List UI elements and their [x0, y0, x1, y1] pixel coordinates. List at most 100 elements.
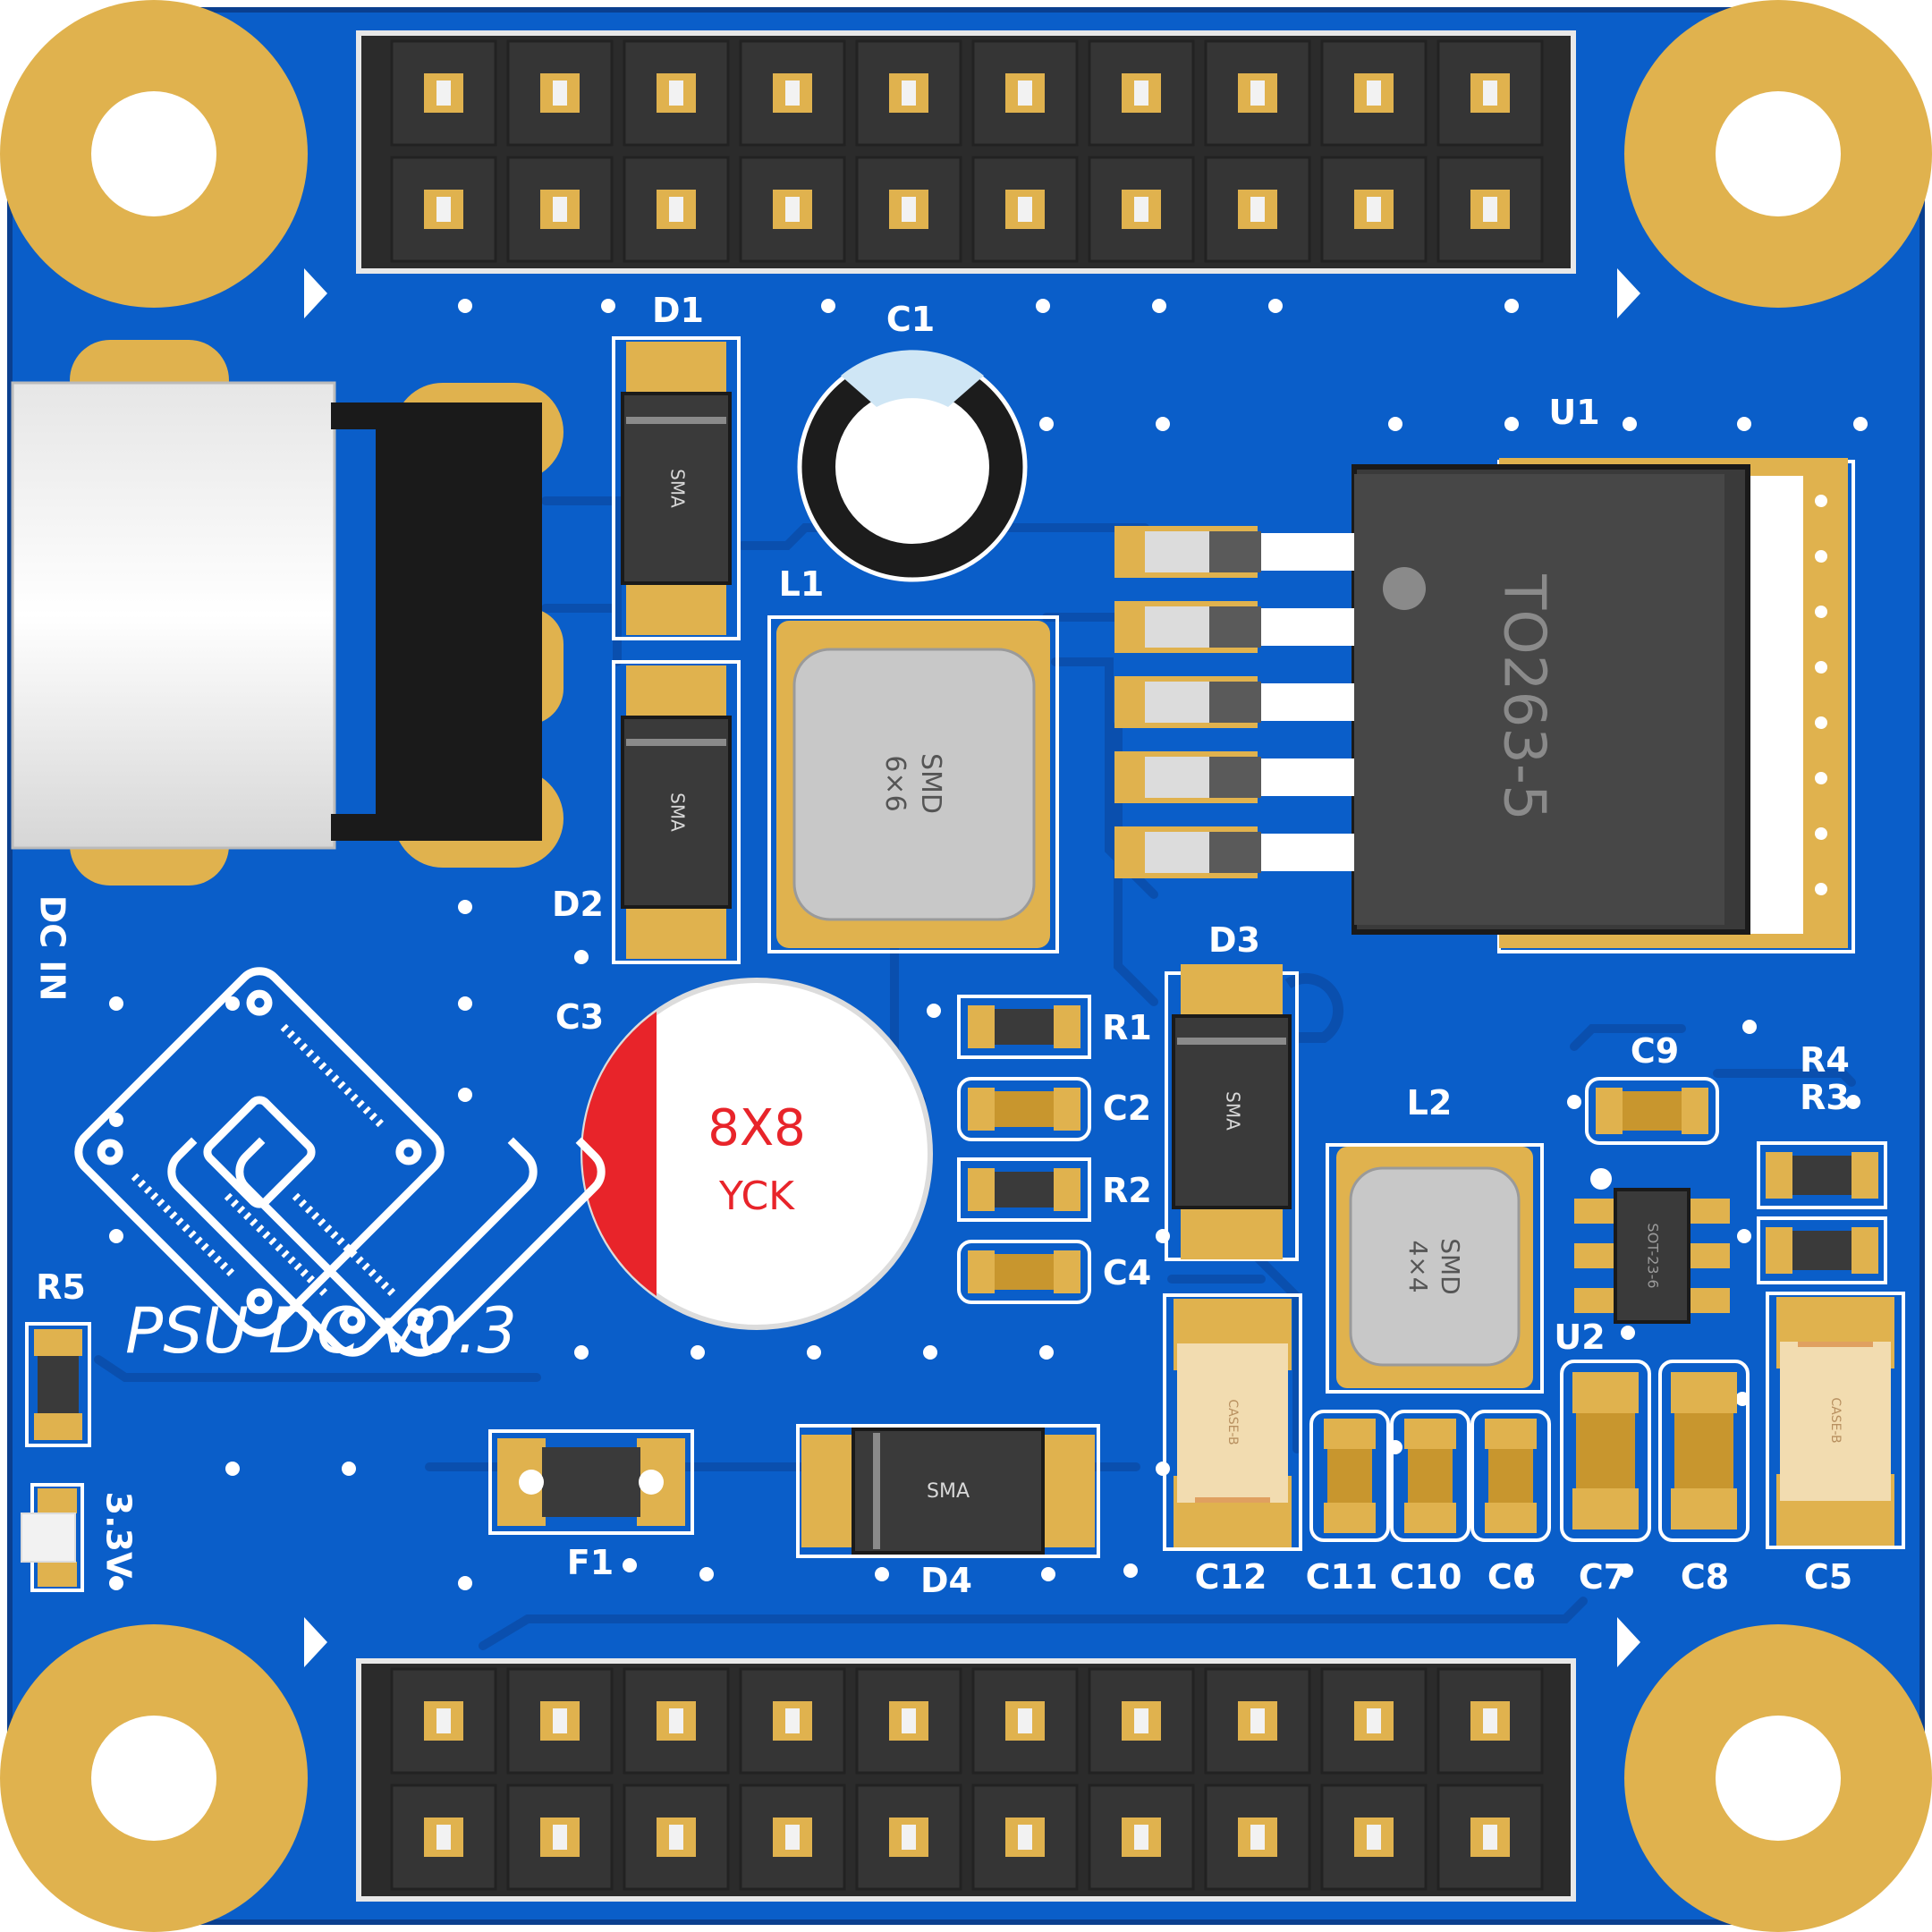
via: [1846, 1095, 1860, 1109]
capacitor-c9: [1585, 1077, 1719, 1145]
l2-package: SMD4×4: [1403, 1238, 1465, 1295]
regulator-u1: TO263-5: [1114, 458, 1855, 953]
via: [821, 299, 835, 313]
u1-lead: [1114, 526, 1354, 578]
header-pin: [1320, 1667, 1428, 1775]
fuse-f1: [488, 1429, 694, 1535]
u1-tab-dots: [1815, 495, 1827, 895]
label-d3: D3: [1208, 920, 1260, 960]
header-pin: [506, 156, 614, 263]
via: [458, 1576, 472, 1590]
via: [1623, 417, 1637, 431]
c3-size: 8X8: [708, 1099, 806, 1157]
via: [875, 1567, 889, 1581]
label-d1: D1: [652, 291, 704, 330]
label-c9: C9: [1631, 1031, 1679, 1071]
header-pin: [623, 156, 730, 263]
inductor-l2: SMD4×4: [1326, 1143, 1544, 1394]
label-c1: C1: [886, 300, 935, 339]
via: [109, 1576, 123, 1590]
via: [1036, 299, 1050, 313]
header-pin: [1204, 1667, 1311, 1775]
capacitor-c6: [1470, 1410, 1551, 1542]
header-pin: [390, 1667, 497, 1775]
thermal-via: [1815, 661, 1827, 674]
header-pin: [390, 1784, 497, 1891]
thermal-via: [1815, 550, 1827, 563]
via: [574, 950, 589, 964]
header-pin: [506, 1784, 614, 1891]
board-title: PSU DC v0.3: [125, 1294, 517, 1368]
diode-d4: SMA: [796, 1424, 1100, 1558]
c12-package: CASE-B: [1225, 1399, 1240, 1445]
header-pin: [1088, 156, 1195, 263]
header-pin: [971, 1667, 1079, 1775]
label-f1: F1: [567, 1543, 614, 1582]
thermal-via: [1815, 716, 1827, 729]
header-pin: [971, 1784, 1079, 1891]
label-c4: C4: [1103, 1253, 1151, 1292]
via: [1737, 417, 1751, 431]
c3-brand: YCK: [718, 1174, 795, 1219]
via: [1504, 299, 1519, 313]
header-pin: [1320, 39, 1428, 147]
via: [1039, 1345, 1054, 1360]
label-u1: U1: [1548, 393, 1599, 432]
resistor-r5: [25, 1322, 91, 1447]
via: [1504, 417, 1519, 431]
header-pin: [623, 1784, 730, 1891]
via: [1123, 1563, 1138, 1578]
via: [691, 1345, 705, 1360]
via: [1853, 417, 1868, 431]
via: [1742, 1020, 1757, 1034]
capacitor-c11: [1309, 1410, 1390, 1542]
header-pin: [739, 1667, 846, 1775]
resistor-r4: [1757, 1141, 1887, 1209]
d1-package: SMA: [667, 469, 689, 508]
thermal-via: [1815, 772, 1827, 784]
thermal-via: [1815, 827, 1827, 840]
via: [1156, 417, 1170, 431]
u1-lead: [1114, 601, 1354, 653]
header-pin: [739, 39, 846, 147]
via: [699, 1567, 714, 1581]
dc-jack: [11, 340, 564, 886]
capacitor-c8: [1658, 1360, 1750, 1542]
header-pin: [971, 39, 1079, 147]
via: [225, 996, 240, 1011]
via: [225, 1462, 240, 1476]
label-r3: R3: [1800, 1078, 1850, 1117]
via: [574, 1345, 589, 1360]
resistor-r3: [1757, 1216, 1887, 1284]
header-pin: [971, 156, 1079, 263]
header-pin: [855, 39, 962, 147]
thermal-via: [1815, 495, 1827, 507]
inductor-l1: SMD6×6: [767, 615, 1059, 953]
label-l1: L1: [779, 564, 825, 604]
header-pin: [623, 1667, 730, 1775]
u2-package: SOT-23-6: [1645, 1223, 1662, 1288]
diode-d3: SMA: [1165, 964, 1344, 1261]
d4-package: SMA: [927, 1480, 970, 1503]
resistor-r1: [957, 995, 1091, 1059]
c5-package: CASE-B: [1828, 1397, 1843, 1443]
via: [1152, 299, 1166, 313]
header-pin: [506, 1667, 614, 1775]
via: [1621, 1326, 1635, 1340]
thermal-via: [1815, 883, 1827, 895]
header-pin: [855, 1784, 962, 1891]
led-33v: [21, 1483, 84, 1592]
header-pin: [739, 156, 846, 263]
ic-u2: SOT-23-6: [1574, 1168, 1730, 1324]
module-logo-icon: [74, 967, 606, 1357]
header-top: [356, 30, 1576, 274]
via: [458, 996, 472, 1011]
via: [458, 299, 472, 313]
label-c7: C7: [1579, 1557, 1627, 1597]
u1-lead: [1114, 751, 1354, 803]
header-pin: [1204, 1784, 1311, 1891]
label-c12: C12: [1195, 1557, 1267, 1597]
via: [109, 1113, 123, 1127]
label-c10: C10: [1390, 1557, 1462, 1597]
